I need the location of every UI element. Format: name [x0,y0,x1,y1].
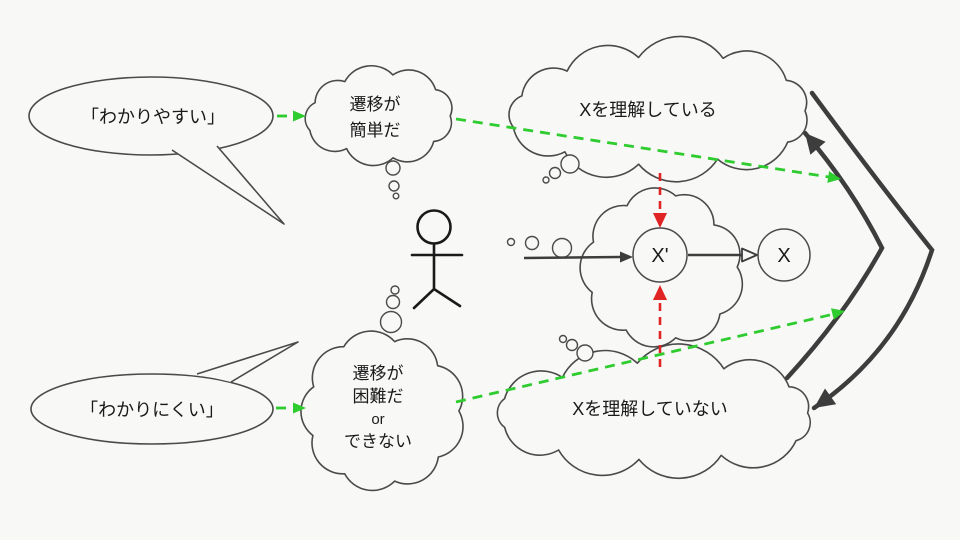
person-body [410,242,464,310]
thought-trail-bubble [551,237,573,259]
thought-trail-bubble [558,334,568,344]
thought-trail-bubble [379,310,403,334]
speech-bubble-easy-label: 「わかりやすい」 [81,107,225,127]
green-arrow-easy-to-cloud [277,110,306,122]
forget-arc [809,90,935,411]
forget-arrowhead-icon [814,388,837,408]
red-arrow-not-understands-to-xprime [653,285,667,367]
xprime-node: X' [632,227,688,283]
thought-trail-bubble [560,154,580,174]
output-arrow [688,247,758,263]
transition-hard-line-4: できない [344,432,412,451]
learn-arc [784,130,885,381]
transition-arrow-learn [784,130,885,381]
transition-hard-line-2: 困難だ [353,387,404,406]
cloud-not-understands-x [496,334,812,480]
thought-trail-bubble [390,285,400,295]
green-dash-line [455,312,835,404]
red-arrowhead-icon [653,213,667,228]
learn-arrowhead-icon [805,133,826,155]
green-arrowhead-icon [831,308,845,320]
thought-trail-bubble [388,180,400,192]
x-node: X [757,228,811,282]
thought-trail-bubble [392,192,400,200]
x-label: X [777,245,790,267]
x-circle [757,228,811,282]
speech-bubble-tail [196,341,299,383]
green-arrow-hard-to-cloud [276,402,306,414]
cloud-outline [304,65,453,167]
xprime-circle [632,227,688,283]
input-arrow [523,251,633,263]
transition-easy-line-2: 簡単だ [350,121,401,140]
output-arrowhead-icon [741,247,758,263]
thought-cloud-transition-hard [300,285,464,492]
person-icon [410,209,464,310]
red-arrowhead-icon [653,285,667,300]
person-head [416,209,452,245]
thought-trail-bubble [385,294,401,310]
green-arrow-easy-to-learn-arc [455,117,841,183]
thought-trail-bubble [524,235,540,251]
speech-bubble-outline [30,373,274,445]
thought-trail-bubble [576,344,594,362]
speech-bubble-hard: 「わかりにくい」 [30,341,299,445]
cloud-outline [496,343,812,480]
speech-bubble-outline [28,76,274,156]
transition-arrow-forget [809,90,935,411]
speech-bubble-tail [171,145,285,225]
cloud-understands-x [508,35,808,184]
speech-bubble-easy: 「わかりやすい」 [28,76,285,225]
thought-trail-bubble [565,338,579,352]
cloud-outline [300,330,464,492]
thought-trail-bubble [542,176,550,184]
green-arrowhead-icon [293,110,306,122]
transition-hard-line-1: 遷移が [353,364,404,383]
xprime-label: X' [651,245,668,267]
transition-easy-line-1: 遷移が [350,95,401,114]
input-arrow-line [523,255,621,260]
green-arrowhead-icon [827,171,841,183]
transition-hard-line-3: or [371,411,384,428]
green-arrow-hard-to-learn-arc [455,308,845,404]
green-dash-line [455,117,830,179]
speech-bubble-hard-label: 「わかりにくい」 [80,400,224,420]
thought-trail-bubble [506,237,516,247]
understands-x-label: Xを理解している [579,100,716,120]
red-arrow-understands-to-xprime [653,173,667,228]
thought-cloud-transition-easy [304,65,453,200]
green-arrowhead-icon [293,402,306,414]
input-arrowhead-icon [620,251,633,263]
not-understands-x-label: Xを理解していない [572,399,727,419]
thought-trail-bubble [548,166,562,180]
cloud-outline [508,35,808,183]
thought-trail-bubble [385,160,401,176]
